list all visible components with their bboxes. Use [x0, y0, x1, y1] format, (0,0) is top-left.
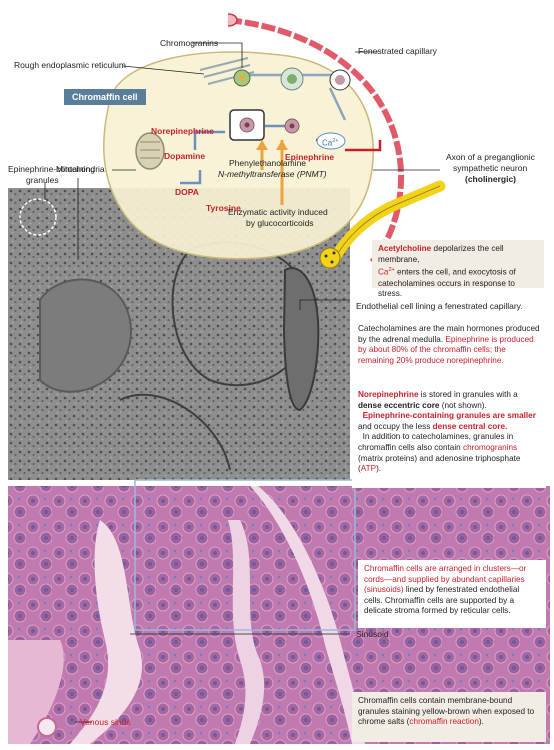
label-rough-er: Rough endoplasmic reticulum	[14, 60, 126, 70]
capillary-wall	[227, 17, 405, 265]
label-epinephrine-granules-2: granules	[26, 175, 59, 185]
label-mitochondria: Mitochondria	[56, 164, 105, 174]
granule-callout-circle	[19, 198, 57, 236]
label-axon-1: Axon of a preganglionic	[446, 152, 535, 162]
label-dopa: DOPA	[175, 187, 199, 197]
label-enzymatic-1: Enzymatic activity induced	[228, 207, 328, 217]
label-dopamine: Dopamine	[164, 151, 206, 161]
note-norepinephrine-storage: Norepinephrine is stored in granules wit…	[352, 386, 546, 488]
label-axon-2: sympathetic neuron	[453, 163, 528, 173]
label-ca-cell: Ca2+	[322, 138, 339, 148]
label-enzymatic-2: by glucocorticoids	[246, 218, 314, 228]
note-chromaffin-reaction: Chromaffin cells contain membrane-bound …	[352, 692, 546, 742]
mitochondrion	[135, 132, 165, 170]
label-tyrosine: Tyrosine	[206, 203, 241, 213]
zoom-frame	[134, 479, 356, 631]
label-pnmt-1: Phenylethanolamine	[229, 158, 307, 168]
note-clusters: Chromaffin cells are arranged in cluster…	[358, 560, 546, 628]
label-sinusoid: Sinusoid	[356, 629, 389, 639]
venous-sinus-lumen	[37, 717, 57, 737]
label-fenestrated-capillary: Fenestrated capillary	[358, 46, 437, 56]
label-venous-sinus: Venous sinus	[80, 717, 131, 727]
label-epinephrine-granules-1: Epinephrine-containing	[8, 164, 95, 174]
label-chromogranins: Chromogranins	[160, 38, 219, 48]
label-endothelial: Endothelial cell lining a fenestrated ca…	[356, 301, 523, 311]
note-catecholamines: Catecholamines are the main hormones pro…	[352, 320, 546, 380]
label-norepinephrine: Norepinephrine	[151, 126, 214, 136]
label-epinephrine: Epinephrine	[285, 152, 335, 162]
chromaffin-cell-illustration	[103, 51, 382, 260]
label-axon-3: (cholinergic)	[465, 174, 517, 184]
note-acetylcholine: Acetylcholine depolarizes the cell membr…	[372, 240, 544, 298]
leader-lines	[44, 42, 440, 723]
label-pnmt-2: N-methyltransferase (PNMT)	[218, 169, 327, 179]
axon-terminal	[319, 247, 341, 269]
label-chromaffin-cell: Chromaffin cell	[64, 89, 146, 105]
endothelial-cell	[282, 267, 320, 412]
